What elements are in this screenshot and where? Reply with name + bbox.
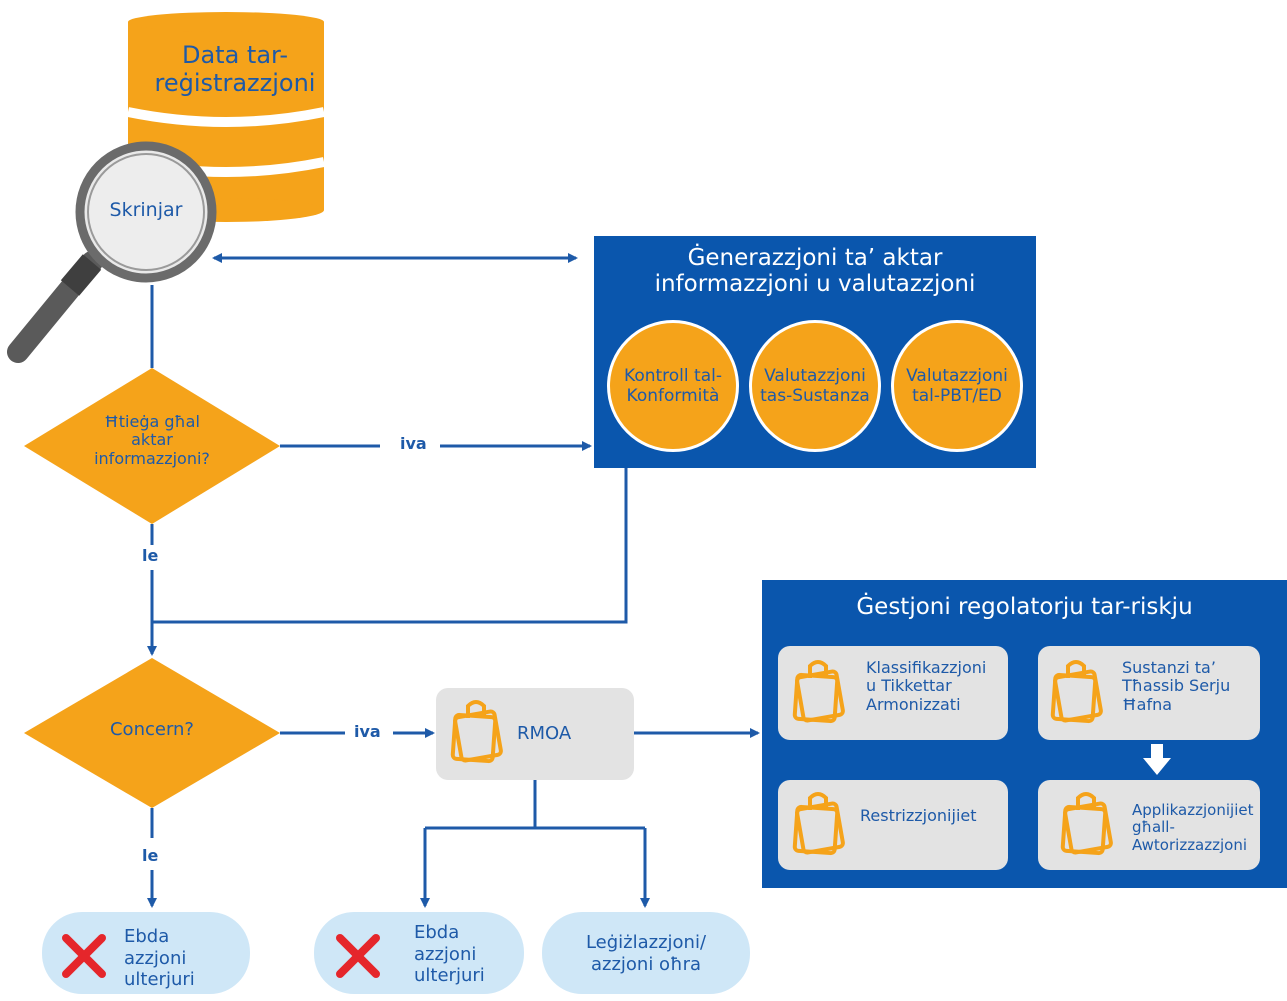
authorisation-clipboard-icon: [1060, 792, 1113, 856]
outcome-legislation: [542, 912, 750, 994]
risk-management-title: Ġestjoni regolatorju tar-riskju: [856, 594, 1193, 620]
outcome-no-action-1-label: Ebda azzjoni ulterjuri: [124, 926, 195, 991]
outcome-no-action-2-label: Ebda azzjoni ulterjuri: [414, 922, 485, 987]
decision-concern-shape: [24, 658, 280, 808]
rm-card-restrictions-label: Restrizzjonijiet: [860, 806, 977, 825]
rm-card-authorisation: [1038, 780, 1260, 870]
info-generation-title: Ġenerazzjoni ta’ aktar informazzjoni u v…: [654, 245, 976, 298]
clh-clipboard-icon: [792, 660, 845, 724]
decision-need-info-label: Ħtieġa għal aktar informazzjoni?: [94, 412, 210, 468]
rmoa-label: RMOA: [517, 723, 572, 744]
database-label: Data tar-reġistrazzjoni: [154, 41, 316, 97]
screening-label: Skrinjar: [109, 199, 183, 221]
rm-card-authorisation-label: Applikazzjonijiet għall- Awtorizzazzjoni: [1132, 801, 1254, 854]
down-arrow-icon: [1143, 744, 1171, 775]
svhc-clipboard-icon: [1050, 660, 1103, 724]
outcome-legislation-label: Leġiżlazzjoni/ azzjoni oħra: [585, 932, 707, 975]
red-x-icon: [62, 934, 106, 978]
edge-label-no-concern: le: [138, 846, 163, 865]
rm-card-clh-label: Klassifikazzjoni u Tikkettar Armonizzati: [866, 658, 987, 714]
restrictions-clipboard-icon: [792, 792, 845, 856]
edge-label-yes-info: iva: [396, 434, 431, 453]
decision-concern-label: Concern?: [109, 719, 194, 740]
rmoa-clipboard-icon: [450, 700, 503, 764]
rm-card-svhc-label: Sustanzi ta’ Tħassib Serju Ħafna: [1122, 658, 1231, 714]
compliance-check-circle: Kontroll tal-Konformità: [607, 320, 739, 452]
decision-need-info-shape: [24, 368, 280, 524]
red-x-icon: [336, 934, 380, 978]
edge-label-no-info: le: [138, 546, 163, 565]
edge-label-yes-concern: iva: [350, 722, 385, 741]
outcome-no-action-2: [314, 912, 524, 994]
magnifier-icon: [7, 141, 217, 363]
